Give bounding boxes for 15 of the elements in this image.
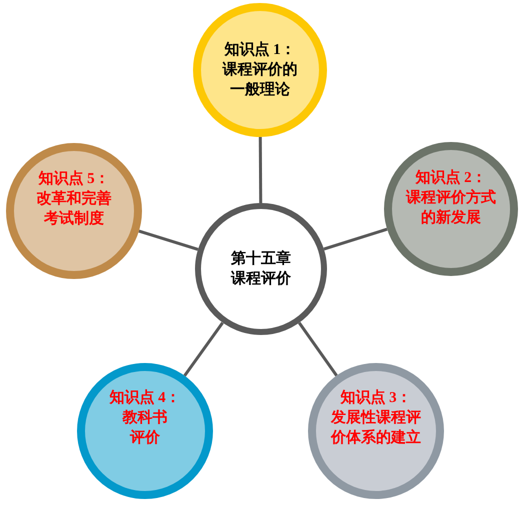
topic-text: 发展性课程评价体系的建立 (331, 408, 421, 448)
topic-text: 教科书评价 (122, 408, 168, 448)
connector-line (298, 322, 338, 376)
topic-heading: 知识点 1： (224, 40, 296, 60)
chapter-title: 课程评价 (231, 270, 291, 289)
topic-heading: 知识点 2： (415, 168, 487, 188)
topic-text: 课程评价的一般理论 (222, 60, 298, 100)
connector-line (258, 136, 262, 204)
connector-line (183, 322, 224, 377)
topic-text: 课程评价方式的新发展 (406, 188, 496, 228)
topic-text: 改革和完善考试制度 (36, 188, 112, 230)
chapter-number: 第十五章 (231, 249, 291, 269)
topic-heading: 知识点 3： (340, 388, 412, 408)
topic-heading: 知识点 5： (38, 169, 110, 189)
topic-heading: 知识点 4： (109, 388, 181, 408)
